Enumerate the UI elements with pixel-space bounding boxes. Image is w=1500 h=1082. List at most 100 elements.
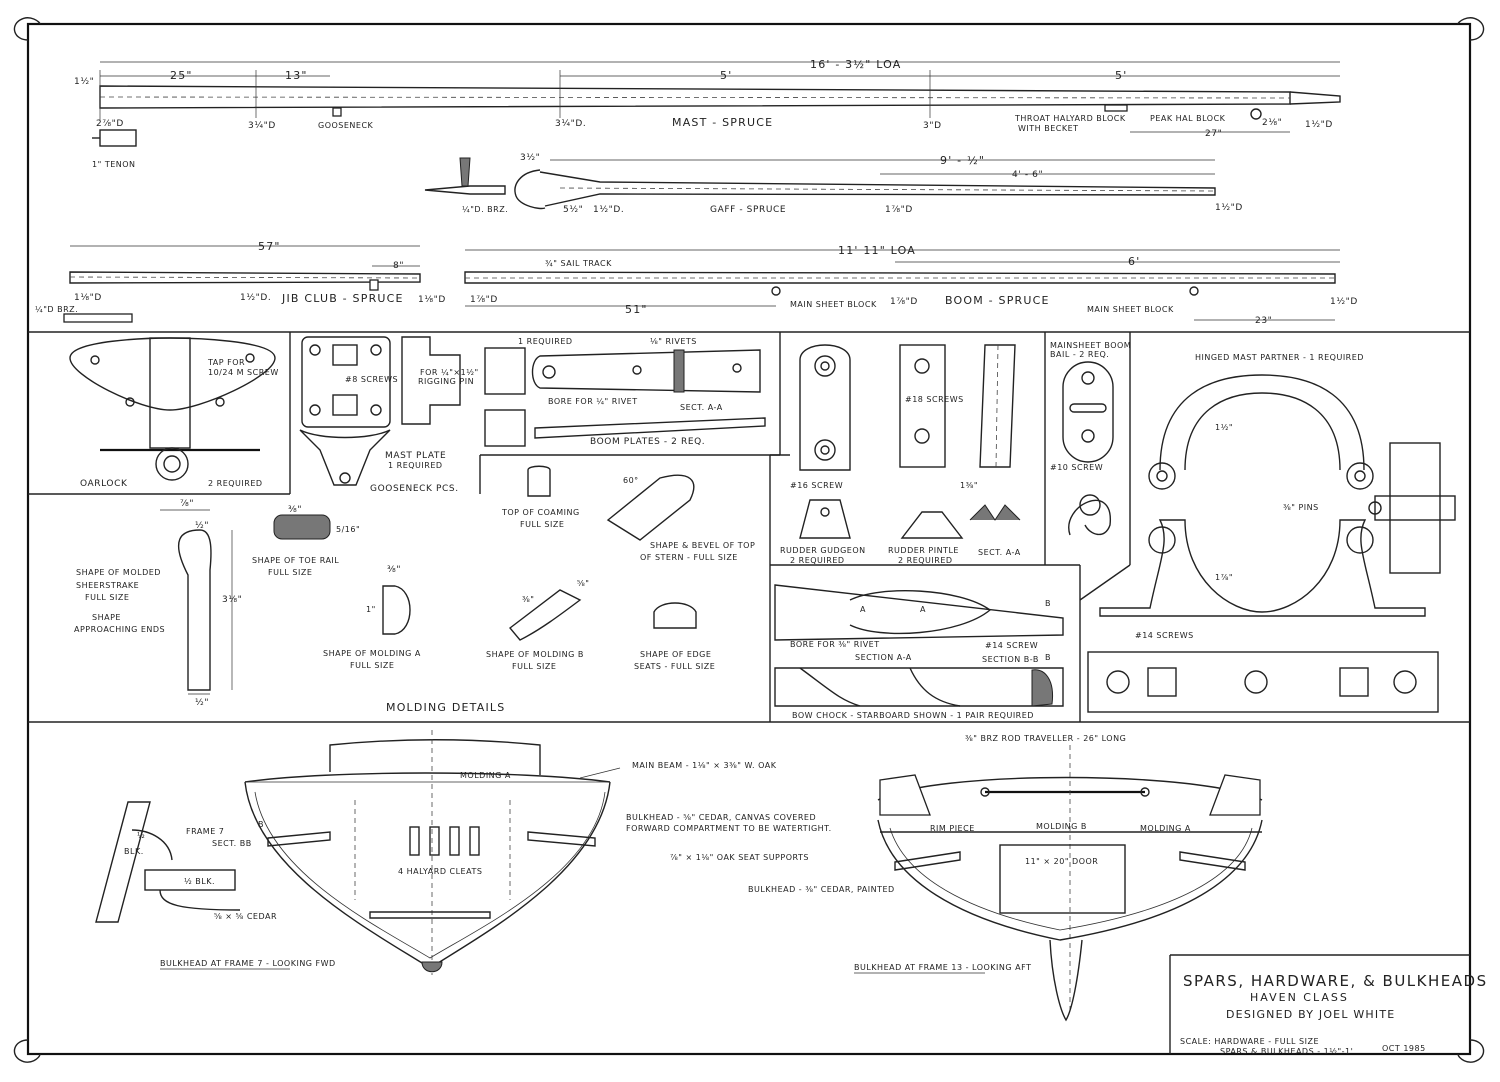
- boom-dia-end: 1½"D: [1330, 297, 1358, 307]
- gaff-dim-jaw-a: 5½": [563, 205, 583, 215]
- boom-sect-aa: SECT. A-A: [680, 403, 723, 412]
- jib-club-brz: ¼"D BRZ.: [35, 305, 78, 314]
- mast-overall-dim: 16' - 3½" LOA: [810, 58, 902, 71]
- chock-mark-b2: B: [1045, 653, 1051, 662]
- mold-a-full: FULL SIZE: [350, 661, 394, 670]
- coaming-label: TOP OF COAMING: [501, 508, 580, 517]
- partner-radius-a: 1½": [1215, 423, 1233, 432]
- jib-club-drawing: 57" 8" 1⅛"D 1½"D. JIB CLUB - SPRUCE 1⅛"D…: [35, 240, 446, 323]
- pintle-screws18: #18 SCREWS: [905, 395, 964, 404]
- oarlock-tap: TAP FOR: [207, 358, 245, 367]
- mast-plate-screws: #8 SCREWS: [345, 375, 398, 384]
- mast-dia-2: 3¼"D: [248, 121, 276, 131]
- bh7-b-mark: B: [258, 820, 264, 829]
- boom-sail-track: ¾" SAIL TRACK: [545, 259, 612, 268]
- bh7-cedar: ⅝ × ⅝ CEDAR: [214, 912, 277, 921]
- rudder-gudgeon-label: RUDDER GUDGEON: [780, 546, 866, 555]
- toe-rail-dim: ⅜": [288, 505, 302, 515]
- mainsheet-bail-label2: BAIL - 2 REQ.: [1050, 350, 1109, 359]
- title-block-title: SPARS, HARDWARE, & BULKHEADS: [1183, 972, 1488, 990]
- mast-label: MAST - SPRUCE: [672, 116, 773, 129]
- partner-radius-b: 1⅞": [1215, 573, 1233, 582]
- boom-main-sheet-block-2: MAIN SHEET BLOCK: [1087, 305, 1174, 314]
- title-block: SPARS, HARDWARE, & BULKHEADS HAVEN CLASS…: [1169, 954, 1488, 1056]
- one-required: 1 REQUIRED: [518, 337, 573, 346]
- mast-throat-block: THROAT HALYARD BLOCK: [1014, 114, 1126, 123]
- bh7-main-beam: MAIN BEAM - 1⅛" × 3⅜" W. OAK: [632, 761, 777, 770]
- jib-club-dia-2: 1½"D.: [240, 293, 271, 303]
- boom-dim-23: 23": [1255, 316, 1272, 326]
- edge-seats2: SEATS - FULL SIZE: [634, 662, 715, 671]
- bh7-frame7: FRAME 7: [186, 827, 224, 836]
- mast-dia-3: 3¼"D.: [555, 119, 586, 129]
- bh13-door: 11" × 20" DOOR: [1025, 857, 1098, 866]
- mast-dia-end: 1½"D: [1305, 120, 1333, 130]
- boom-drawing: 11' 11" LOA 6' ¾" SAIL TRACK 1⅞"D 51" MA…: [464, 244, 1358, 326]
- toe-rail-side: 5/16": [336, 525, 360, 534]
- title-block-designer: DESIGNED BY JOEL WHITE: [1226, 1008, 1395, 1021]
- jib-club-dia-end: 1⅛"D: [418, 295, 446, 305]
- bh7-note2: FORWARD COMPARTMENT TO BE WATERTIGHT.: [626, 824, 832, 833]
- bore-rivet2: BORE FOR ⅜" RIVET: [790, 640, 880, 649]
- bh13-rim-piece: RIM PIECE: [930, 824, 975, 833]
- bh7-molding-a: MOLDING A: [460, 771, 511, 780]
- mold-b-label: SHAPE OF MOLDING B: [486, 650, 584, 659]
- bh7-title: BULKHEAD AT FRAME 7 - LOOKING FWD: [160, 959, 336, 968]
- gaff-overall: 9' - ½": [940, 154, 985, 167]
- gaff-dia-mid: 1⅞"D: [885, 205, 913, 215]
- bulkhead-frame-7: MOLDING A MAIN BEAM - 1⅛" × 3⅜" W. OAK B…: [95, 730, 832, 975]
- mast-dim-25: 25": [170, 69, 193, 82]
- gaff-dim-46: 4' - 6": [1012, 170, 1043, 180]
- jib-club-dim-8: 8": [393, 261, 404, 271]
- mast-plate: MAST PLATE: [385, 451, 446, 461]
- oarlock-req: 2 REQUIRED: [208, 479, 263, 488]
- mold-b-t: ⅜": [522, 595, 534, 604]
- gudgeon-req: 2 REQUIRED: [790, 556, 845, 565]
- molding-dim-half-top: ½": [195, 521, 209, 531]
- mold-b-w: ⅝": [577, 579, 589, 588]
- mold-a-label: SHAPE OF MOLDING A: [323, 649, 421, 658]
- boom-dim-51: 51": [625, 303, 648, 316]
- gaff-dim-jaw-b: 1½"D.: [593, 205, 624, 215]
- gaff-dia-end: 1½"D: [1215, 203, 1243, 213]
- molding-sheerstrake: SHAPE OF MOLDED: [76, 568, 161, 577]
- molding-dim-7-8: ⅞": [180, 499, 194, 509]
- mast-dim-5ft-b: 5': [1115, 69, 1127, 82]
- gaff-label: GAFF - SPRUCE: [710, 205, 786, 215]
- molding-approaching: SHAPE: [92, 613, 121, 622]
- boom-overall: 11' 11" LOA: [838, 244, 916, 257]
- gaff-drawing: 9' - ½" 4' - 6" 3½" ¼"D. BRZ. 5½" 1½"D. …: [424, 153, 1243, 215]
- bh13-traveller: ⅜" BRZ ROD TRAVELLER - 26" LONG: [965, 734, 1126, 743]
- mast-dim-27: 27": [1205, 129, 1222, 139]
- molding-full-1: FULL SIZE: [85, 593, 129, 602]
- toe-rail-full: FULL SIZE: [268, 568, 312, 577]
- hinged-mast-partner: HINGED MAST PARTNER - 1 REQUIRED 1½" ⅜" …: [1087, 353, 1456, 713]
- mast-dim-left: 1½": [74, 77, 94, 87]
- partner-pins: ⅜" PINS: [1283, 503, 1319, 512]
- mainsheet-bail-label: MAINSHEET BOOM: [1050, 341, 1131, 350]
- boom-dia-1: 1⅞"D: [470, 295, 498, 305]
- mast-dim-13: 13": [285, 69, 308, 82]
- boom-main-sheet-block-1: MAIN SHEET BLOCK: [790, 300, 877, 309]
- bh13-molding-a: MOLDING A: [1140, 824, 1191, 833]
- boom-plates: 1 REQUIRED ⅛" RIVETS BORE FOR ¼" RIVET S…: [484, 337, 766, 447]
- jib-club-overall: 57": [258, 240, 281, 253]
- bail-screw10: #10 SCREW: [1050, 463, 1103, 472]
- bh7-cleats: 4 HALYARD CLEATS: [398, 867, 482, 876]
- molding-dim-half-bot: ½": [195, 698, 209, 708]
- bh7-note: BULKHEAD - ⅝" CEDAR, CANVAS COVERED: [626, 813, 816, 822]
- molding-dim-3-1-8: 3⅛": [222, 595, 242, 605]
- chock-screw14: #14 SCREW: [985, 641, 1038, 650]
- mast-with-becket: WITH BECKET: [1018, 124, 1079, 133]
- mast-gooseneck: GOOSENECK: [318, 121, 374, 130]
- molding-title: MOLDING DETAILS: [386, 701, 505, 714]
- mainsheet-bail: MAINSHEET BOOM BAIL - 2 REQ. #10 SCREW: [1050, 341, 1131, 536]
- stern-60: 60°: [623, 476, 639, 485]
- stern-label2: OF STERN - FULL SIZE: [640, 553, 738, 562]
- rigging-pin: FOR ¼"×1½": [420, 368, 479, 377]
- bow-chock: BORE FOR ⅜" RIVET #14 SCREW A A B B SECT…: [774, 584, 1064, 720]
- rudder-pintle-label: RUDDER PINTLE: [888, 546, 959, 555]
- gooseneck-pieces: #8 SCREWS FOR ¼"×1½" RIGGING PIN MAST PL…: [299, 336, 479, 494]
- gudgeon-screw16: #16 SCREW: [790, 481, 843, 490]
